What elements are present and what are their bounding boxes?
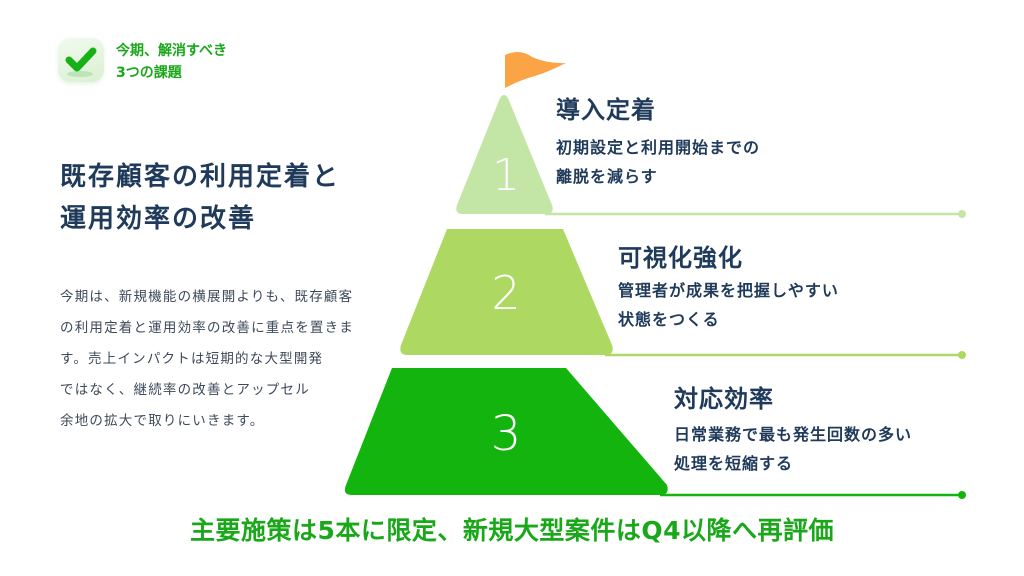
- tier-1-connector: [545, 210, 966, 218]
- tier-1-description: 初期設定と利用開始までの 離脱を減らす: [556, 133, 760, 191]
- page-title-line1: 既存顧客の利用定着と: [60, 162, 341, 192]
- description-line: 今期は、新規機能の横展開よりも、既存顧客: [60, 289, 354, 305]
- tier-2-title: 可視化強化: [618, 244, 743, 272]
- tier-1-shape: [456, 95, 553, 214]
- tier-3-title: 対応効率: [674, 385, 774, 413]
- tier-3-shape: [344, 368, 668, 495]
- page-title: 既存顧客の利用定着と 運用効率の改善: [60, 156, 340, 240]
- footer-summary: 主要施策は5本に限定、新規大型案件はQ4以降へ再評価: [189, 516, 835, 545]
- tier-1-number: 1: [492, 150, 520, 201]
- tier-2-description: 管理者が成果を把握しやすい 状態をつくる: [618, 276, 839, 334]
- tier-1-description-line2: 離脱を減らす: [556, 167, 658, 186]
- section-label-line1: 今期、解消すべき: [116, 43, 228, 59]
- description-line: 余地の拡大で取りにいきます。: [60, 413, 265, 429]
- tier-3-connector: [660, 491, 966, 499]
- tier-2-description-line2: 状態をつくる: [618, 310, 720, 329]
- flag-icon: [505, 51, 566, 88]
- tier-1-description-line1: 初期設定と利用開始までの: [556, 138, 761, 157]
- tier-3-description-line2: 処理を短縮する: [674, 454, 794, 473]
- check-icon: [65, 47, 97, 77]
- tier-2-shape: [400, 229, 613, 355]
- description-line: す。売上インパクトは短期的な大型開発: [60, 351, 324, 367]
- tier-1-title: 導入定着: [556, 96, 656, 124]
- tier-3-number: 3: [490, 406, 522, 462]
- tier-2-description-line1: 管理者が成果を把握しやすい: [618, 281, 839, 300]
- section-label-line2: 3つの課題: [116, 65, 182, 81]
- tier-2-connector: [605, 351, 966, 359]
- page-title-line2: 運用効率の改善: [60, 204, 257, 234]
- section-label: 今期、解消すべき 3つの課題: [116, 40, 227, 84]
- tier-3-description-line1: 日常業務で最も発生回数の多い: [674, 425, 913, 444]
- check-badge: [58, 38, 104, 82]
- description-paragraph: 今期は、新規機能の横展開よりも、既存顧客 の利用定着と運用効率の改善に重点を置き…: [60, 282, 400, 437]
- tier-3-description: 日常業務で最も発生回数の多い 処理を短縮する: [674, 420, 912, 478]
- tier-2-number: 2: [491, 266, 521, 320]
- description-line: の利用定着と運用効率の改善に重点を置きま: [60, 320, 354, 336]
- description-line: ではなく、継続率の改善とアップセル: [60, 382, 310, 398]
